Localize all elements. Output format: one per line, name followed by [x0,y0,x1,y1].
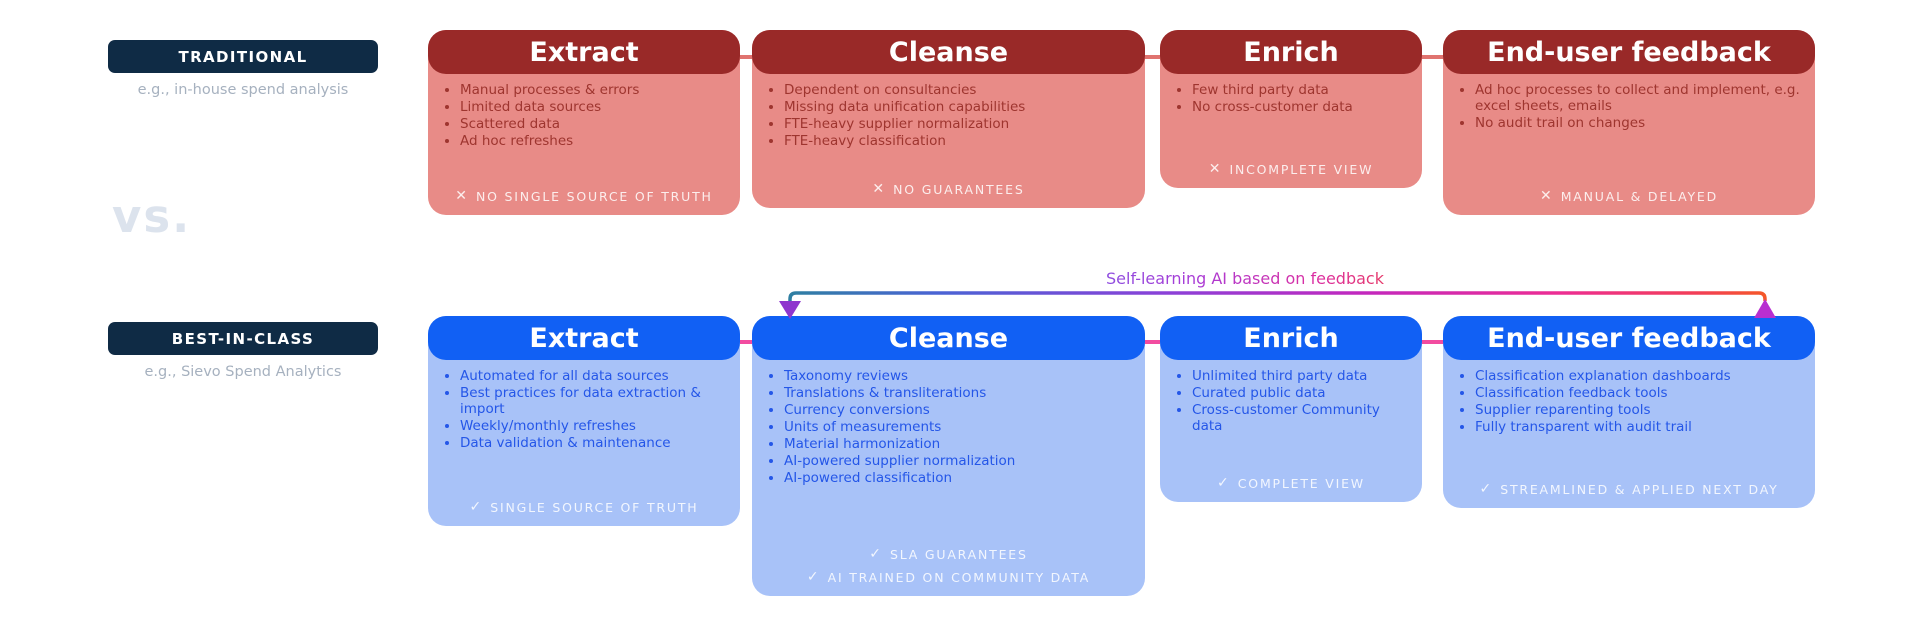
status-text: INCOMPLETE VIEW [1229,161,1374,177]
self-learning-arrow-label: Self-learning AI based on feedback [1040,269,1450,288]
traditional-caption: e.g., in-house spend analysis [137,82,349,98]
bullet-item: Scattered data [460,116,726,133]
bullet-item: Ad hoc refreshes [460,133,726,150]
bullet-item: Dependent on consultancies [784,82,1131,99]
status-line: ✕ INCOMPLETE VIEW [1168,161,1414,177]
best-enrich-title: Enrich [1160,316,1422,360]
connector [1141,55,1164,59]
traditional-extract-box: Extract Manual processes & errors Limite… [428,30,740,215]
x-icon: ✕ [1539,188,1552,204]
status-text: NO SINGLE SOURCE OF TRUTH [475,188,713,204]
status-line: ✓ SLA GUARANTEES [760,546,1137,562]
traditional-cleanse-title: Cleanse [752,30,1145,74]
check-icon: ✓ [1479,481,1492,497]
bullet-item: Fully transparent with audit trail [1475,419,1801,436]
connector [736,340,756,344]
best-extract-title: Extract [428,316,740,360]
best-extract-box: Extract Automated for all data sources B… [428,316,740,526]
status-text: STREAMLINED & APPLIED NEXT DAY [1500,481,1779,497]
bullet-item: FTE-heavy supplier normalization [784,116,1131,133]
bullet-item: Limited data sources [460,99,726,116]
bullet-item: Currency conversions [784,402,1131,419]
bullet-item: Supplier reparenting tools [1475,402,1801,419]
bullet-item: Data validation & maintenance [460,435,726,452]
bullet-item: No cross-customer data [1192,99,1408,116]
bullet-item: FTE-heavy classification [784,133,1131,150]
traditional-feedback-bullets: Ad hoc processes to collect and implemen… [1443,82,1815,133]
status-line: ✓ AI TRAINED ON COMMUNITY DATA [760,569,1137,585]
bullet-item: Cross-customer Community data [1192,402,1408,435]
bullet-item: Classification feedback tools [1475,385,1801,402]
connector [736,55,756,59]
bullet-item: Weekly/monthly refreshes [460,418,726,435]
x-icon: ✕ [872,181,885,197]
bullet-item: No audit trail on changes [1475,115,1801,132]
check-icon: ✓ [806,569,819,585]
bullet-item: Best practices for data extraction & imp… [460,385,726,418]
connector [1141,340,1164,344]
best-feedback-title: End-user feedback [1443,316,1815,360]
status-line: ✕ MANUAL & DELAYED [1451,188,1807,204]
best-enrich-bullets: Unlimited third party data Curated publi… [1160,368,1422,436]
traditional-enrich-title: Enrich [1160,30,1422,74]
bullet-item: Material harmonization [784,436,1131,453]
status-text: AI TRAINED ON COMMUNITY DATA [827,569,1091,585]
bullet-item: Ad hoc processes to collect and implemen… [1475,82,1801,115]
status-line: ✓ SINGLE SOURCE OF TRUTH [436,499,732,515]
feedback-arrow-line [788,291,1767,303]
check-icon: ✓ [469,499,482,515]
traditional-extract-bullets: Manual processes & errors Limited data s… [428,82,740,151]
connector [1418,55,1447,59]
bullet-item: Translations & transliterations [784,385,1131,402]
traditional-feedback-box: End-user feedback Ad hoc processes to co… [1443,30,1815,215]
vs-label: vs. [112,190,192,243]
bullet-item: Classification explanation dashboards [1475,368,1801,385]
best-cleanse-box: Cleanse Taxonomy reviews Translations & … [752,316,1145,596]
check-icon: ✓ [869,546,881,562]
best-in-class-badge-label: BEST-IN-CLASS [171,329,315,348]
traditional-enrich-box: Enrich Few third party data No cross-cus… [1160,30,1422,188]
bullet-item: Unlimited third party data [1192,368,1408,385]
traditional-cleanse-bullets: Dependent on consultancies Missing data … [752,82,1145,151]
bullet-item: Curated public data [1192,385,1408,402]
traditional-enrich-bullets: Few third party data No cross-customer d… [1160,82,1422,117]
traditional-badge: TRADITIONAL [108,40,378,73]
best-extract-bullets: Automated for all data sources Best prac… [428,368,740,453]
best-in-class-caption: e.g., Sievo Spend Analytics [144,364,342,380]
status-text: SLA GUARANTEES [889,546,1028,562]
check-icon: ✓ [1217,475,1229,491]
status-text: SINGLE SOURCE OF TRUTH [490,499,699,515]
status-line: ✓ STREAMLINED & APPLIED NEXT DAY [1451,481,1807,497]
bullet-item: AI-powered supplier normalization [784,453,1131,470]
traditional-cleanse-box: Cleanse Dependent on consultancies Missi… [752,30,1145,208]
x-icon: ✕ [1208,161,1221,177]
bullet-item: Manual processes & errors [460,82,726,99]
bullet-item: AI-powered classification [784,470,1131,487]
best-cleanse-title: Cleanse [752,316,1145,360]
x-icon: ✕ [455,188,467,204]
bullet-item: Missing data unification capabilities [784,99,1131,116]
best-in-class-badge: BEST-IN-CLASS [108,322,378,355]
status-text: COMPLETE VIEW [1237,475,1365,491]
traditional-feedback-title: End-user feedback [1443,30,1815,74]
bullet-item: Units of measurements [784,419,1131,436]
traditional-badge-label: TRADITIONAL [178,47,308,66]
connector [1418,340,1447,344]
best-cleanse-bullets: Taxonomy reviews Translations & translit… [752,368,1145,487]
best-feedback-box: End-user feedback Classification explana… [1443,316,1815,508]
bullet-item: Automated for all data sources [460,368,726,385]
status-line: ✓ COMPLETE VIEW [1168,475,1414,491]
best-feedback-bullets: Classification explanation dashboards Cl… [1443,368,1815,437]
status-line: ✕ NO SINGLE SOURCE OF TRUTH [436,188,732,204]
bullet-item: Taxonomy reviews [784,368,1131,385]
traditional-extract-title: Extract [428,30,740,74]
status-text: MANUAL & DELAYED [1560,188,1719,204]
bullet-item: Few third party data [1192,82,1408,99]
status-text: NO GUARANTEES [893,181,1025,197]
status-line: ✕ NO GUARANTEES [760,181,1137,197]
best-enrich-box: Enrich Unlimited third party data Curate… [1160,316,1422,502]
